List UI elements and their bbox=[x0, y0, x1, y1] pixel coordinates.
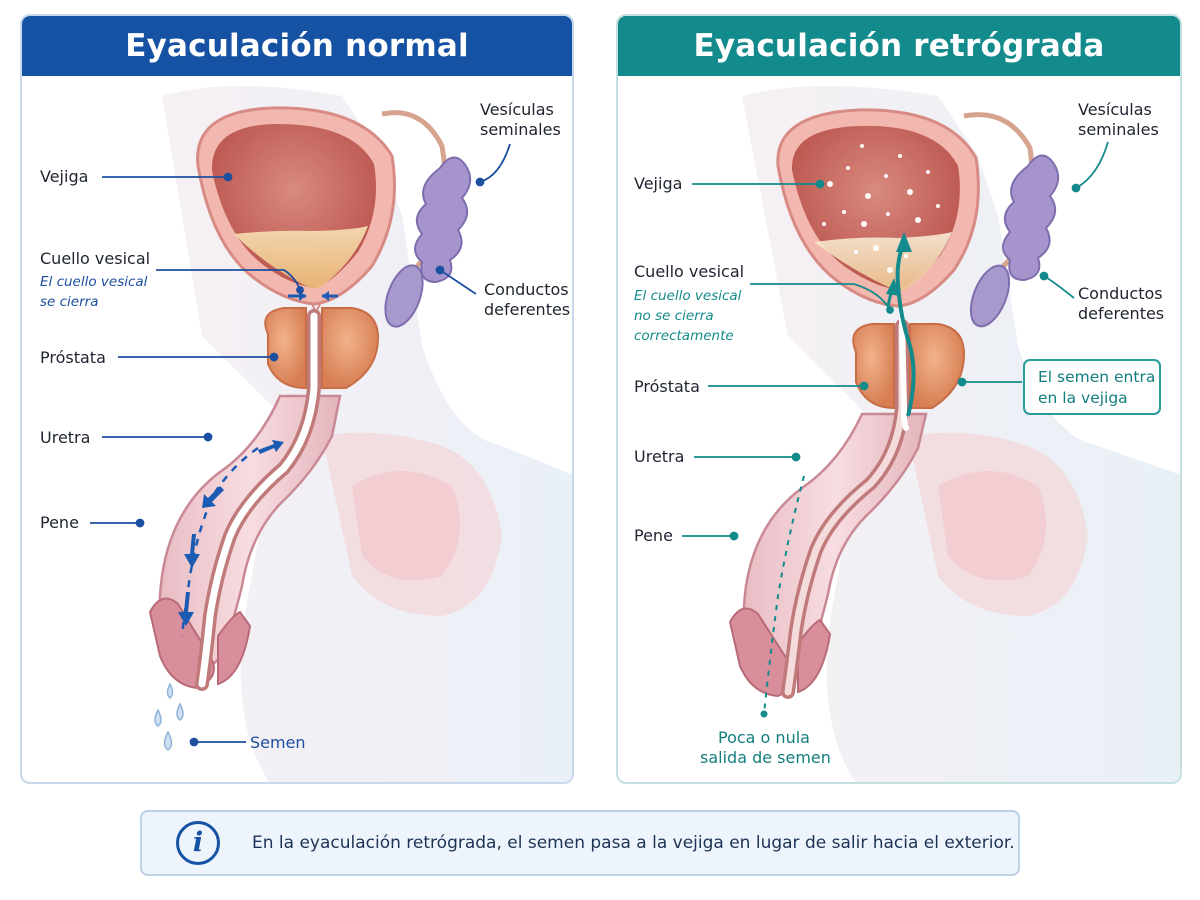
note-cuello-r-line2: no se cierra bbox=[634, 308, 714, 324]
label-uretra-r: Uretra bbox=[634, 447, 685, 466]
seminal-vesicles-r bbox=[1002, 154, 1060, 282]
note-cuello-line2: se cierra bbox=[40, 294, 99, 310]
info-bar: i En la eyaculación retrógrada, el semen… bbox=[140, 810, 1020, 876]
leader-lines bbox=[90, 143, 511, 747]
label-conductos-line2: deferentes bbox=[484, 300, 571, 319]
label-pene: Pene bbox=[40, 513, 79, 532]
label-conductos-r-line2: deferentes bbox=[1078, 304, 1165, 323]
label-cuello-vesical: Cuello vesical bbox=[40, 249, 151, 268]
label-vesiculas-r-line2: seminales bbox=[1078, 120, 1159, 139]
callout-semen-entra: El semen entra en la vejiga bbox=[1023, 359, 1161, 415]
note-cuello-line1: El cuello vesical bbox=[40, 274, 148, 290]
note-cuello-r-line1: El cuello vesical bbox=[634, 288, 742, 304]
testis-shape-r bbox=[938, 471, 1046, 581]
leader-lines-r bbox=[682, 141, 1109, 541]
note-cuello-r-line3: correctamente bbox=[634, 328, 734, 344]
panel-retrograda: Eyaculación retrógrada bbox=[616, 14, 1182, 784]
seminal-vesicles bbox=[414, 156, 472, 284]
label-conductos-line1: Conductos bbox=[484, 280, 569, 299]
label-uretra: Uretra bbox=[40, 428, 91, 447]
label-semen: Semen bbox=[250, 733, 306, 752]
info-text: En la eyaculación retrógrada, el semen p… bbox=[252, 833, 1015, 853]
retro-flow-arrow bbox=[895, 241, 916, 417]
label-conductos-r-line1: Conductos bbox=[1078, 284, 1163, 303]
label-poca-line2: salida de semen bbox=[700, 748, 831, 767]
semen-particles bbox=[822, 144, 940, 273]
ampulla bbox=[384, 264, 424, 328]
panel-title-retrograda: Eyaculación retrógrada bbox=[618, 16, 1180, 76]
label-cuello-vesical-r: Cuello vesical bbox=[634, 262, 745, 281]
label-vesiculas-line1: Vesículas bbox=[480, 100, 554, 119]
label-vesiculas-r-line1: Vesículas bbox=[1078, 100, 1152, 119]
label-vesiculas-line2: seminales bbox=[480, 120, 561, 139]
callout-line2: en la vejiga bbox=[1038, 389, 1128, 407]
label-prostata-r: Próstata bbox=[634, 377, 700, 396]
info-icon: i bbox=[176, 821, 220, 865]
urethra-semen-flow bbox=[198, 312, 318, 688]
glans-right bbox=[217, 610, 252, 686]
testis-shape bbox=[352, 471, 460, 581]
anatomy-illustration-retrograda bbox=[682, 86, 1180, 782]
semen-drops bbox=[154, 682, 184, 751]
urethra-inner-r bbox=[784, 322, 906, 696]
ampulla-r bbox=[969, 264, 1011, 328]
panel-title-normal: Eyaculación normal bbox=[22, 16, 572, 76]
label-pene-r: Pene bbox=[634, 526, 673, 545]
retro-semen-path bbox=[899, 313, 909, 431]
label-prostata: Próstata bbox=[40, 348, 106, 367]
prostate-left-lobe bbox=[264, 307, 307, 390]
label-vejiga-r: Vejiga bbox=[634, 174, 683, 193]
callout-line1: El semen entra bbox=[1038, 368, 1156, 386]
glans-right-r bbox=[797, 618, 832, 694]
bladder-fluid-r bbox=[814, 232, 952, 291]
prostate-right-lobe bbox=[321, 307, 380, 389]
anatomy-illustration-normal bbox=[90, 86, 572, 782]
no-output-line bbox=[763, 475, 805, 715]
label-poca-line1: Poca o nula bbox=[718, 728, 810, 747]
panel-normal: Eyaculación normal bbox=[20, 14, 574, 784]
bladder-fluid bbox=[234, 226, 368, 288]
label-vejiga: Vejiga bbox=[40, 167, 89, 186]
prostate-right-lobe-r bbox=[909, 323, 966, 409]
